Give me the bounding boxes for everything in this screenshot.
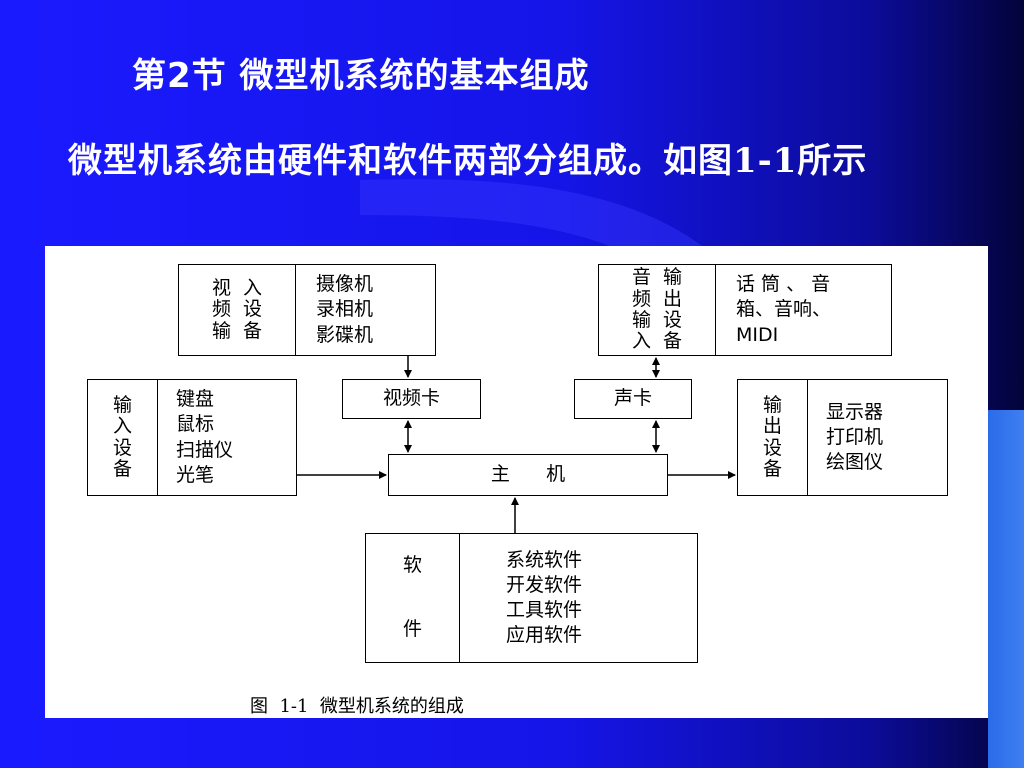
output-devices-label: 输 出 设 备	[762, 393, 782, 480]
host-label: 主 机	[490, 463, 566, 486]
video-input-items: 摄像机 录相机 影碟机	[316, 273, 374, 346]
slide-title: 第2节 微型机系统的基本组成	[132, 56, 590, 96]
sound-card-cell: 声卡	[575, 380, 691, 418]
software-items-cell: 系统软件 开发软件 工具软件 应用软件	[460, 534, 697, 662]
output-devices-items-cell: 显示器 打印机 绘图仪	[808, 380, 947, 495]
video-input-label: 视 入 频 设 输 备	[211, 277, 263, 342]
sound-card-label: 声卡	[613, 387, 652, 410]
output-devices-items: 显示器 打印机 绘图仪	[826, 400, 884, 474]
video-card-label: 视频卡	[382, 387, 440, 410]
input-devices-box: 输 入 设 备 键盘 鼠标 扫描仪 光笔	[87, 379, 297, 496]
software-label: 软 件	[402, 554, 422, 641]
host-cell: 主 机	[389, 455, 667, 495]
video-input-items-cell: 摄像机 录相机 影碟机	[296, 265, 435, 355]
decorative-strip	[988, 410, 1024, 768]
audio-io-items: 话 筒 、 音 箱、音响、 MIDI	[736, 273, 832, 346]
video-card-cell: 视频卡	[343, 380, 480, 418]
video-input-label-cell: 视 入 频 设 输 备	[179, 265, 296, 355]
input-devices-items: 键盘 鼠标 扫描仪 光笔	[176, 388, 234, 486]
input-devices-label-cell: 输 入 设 备	[88, 380, 158, 495]
software-items: 系统软件 开发软件 工具软件 应用软件	[506, 548, 583, 647]
software-box: 软 件 系统软件 开发软件 工具软件 应用软件	[365, 533, 698, 663]
output-devices-box: 输 出 设 备 显示器 打印机 绘图仪	[737, 379, 948, 496]
audio-io-label: 音 输 频 出 输 设 入 备	[631, 266, 683, 353]
software-label-cell: 软 件	[366, 534, 460, 662]
audio-io-items-cell: 话 筒 、 音 箱、音响、 MIDI	[716, 265, 891, 355]
composition-diagram: 视 入 频 设 输 备 摄像机 录相机 影碟机 音 输 频 出 输 设 入 备 …	[45, 246, 988, 718]
video-card-box: 视频卡	[342, 379, 481, 419]
input-devices-label: 输 入 设 备	[112, 393, 132, 480]
figure-caption: 图 1-1 微型机系统的组成	[250, 696, 464, 717]
host-box: 主 机	[388, 454, 668, 496]
output-devices-label-cell: 输 出 设 备	[738, 380, 808, 495]
audio-io-label-cell: 音 输 频 出 输 设 入 备	[599, 265, 716, 355]
sound-card-box: 声卡	[574, 379, 692, 419]
input-devices-items-cell: 键盘 鼠标 扫描仪 光笔	[158, 380, 296, 495]
video-input-box: 视 入 频 设 输 备 摄像机 录相机 影碟机	[178, 264, 436, 356]
slide-subtitle: 微型机系统由硬件和软件两部分组成。如图1-1所示	[68, 141, 868, 181]
audio-io-box: 音 输 频 出 输 设 入 备 话 筒 、 音 箱、音响、 MIDI	[598, 264, 892, 356]
